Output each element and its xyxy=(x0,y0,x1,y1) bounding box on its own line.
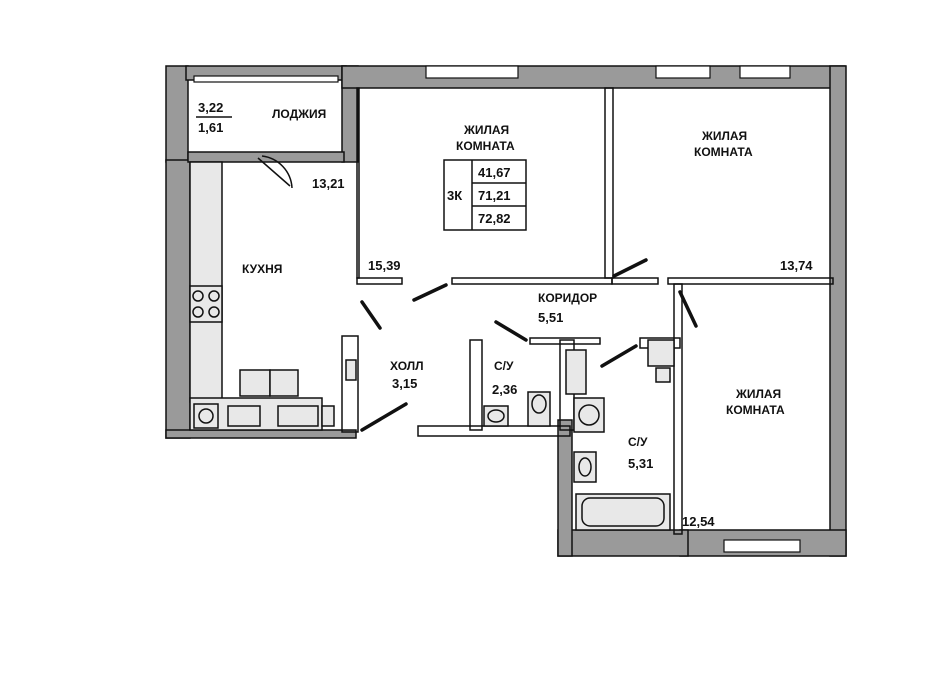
living2-area: 13,74 xyxy=(780,258,813,273)
kitchen-sink xyxy=(239,369,271,397)
living3-label-line1: ЖИЛАЯ xyxy=(735,387,781,401)
bath-area: 5,31 xyxy=(628,456,653,471)
door-living2 xyxy=(612,258,648,278)
window-loggia xyxy=(193,75,339,83)
corridor-area: 5,51 xyxy=(538,310,563,325)
door-kitchen xyxy=(360,300,382,330)
bath-label: С/У xyxy=(628,435,648,449)
door-living1 xyxy=(412,283,448,302)
corridor-label: КОРИДОР xyxy=(538,291,597,305)
kitchen-counter xyxy=(189,161,223,403)
door-living3 xyxy=(678,290,698,328)
window-living1 xyxy=(425,65,519,79)
living1-area: 15,39 xyxy=(368,258,401,273)
door-entrance xyxy=(360,402,408,432)
window-living2b xyxy=(739,65,791,79)
area-total: 71,21 xyxy=(478,188,511,203)
apartment-summary: 3К 41,67 71,21 72,82 xyxy=(443,159,527,231)
kitchen-label: КУХНЯ xyxy=(242,262,282,276)
hall-area: 3,15 xyxy=(392,376,417,391)
window-living2a xyxy=(655,65,711,79)
wc-area: 2,36 xyxy=(492,382,517,397)
doors xyxy=(257,155,698,432)
area-with-loggia: 72,82 xyxy=(478,211,511,226)
loggia-area-reduced: 1,61 xyxy=(198,120,223,135)
hall-label: ХОЛЛ xyxy=(390,359,424,373)
living3-label-line2: КОМНАТА xyxy=(726,403,785,417)
kitchen-area: 13,21 xyxy=(312,176,345,191)
wc-sink xyxy=(483,405,509,427)
living3-area: 12,54 xyxy=(682,514,715,529)
bath-fixtures xyxy=(483,339,675,531)
living2-label-line1: ЖИЛАЯ xyxy=(701,129,747,143)
toilet xyxy=(527,391,551,427)
door-wc xyxy=(494,320,528,342)
living1-label-line1: ЖИЛАЯ xyxy=(463,123,509,137)
door-bath xyxy=(600,344,638,368)
window-living3 xyxy=(723,539,801,553)
area-living: 41,67 xyxy=(478,165,511,180)
door-loggia xyxy=(257,155,293,189)
wc-label: С/У xyxy=(494,359,514,373)
kitchen-fixtures xyxy=(189,161,357,431)
apartment-type: 3К xyxy=(447,188,462,203)
windows xyxy=(193,65,801,553)
boiler xyxy=(193,403,219,429)
bath-sink xyxy=(573,451,597,483)
living2-label-line2: КОМНАТА xyxy=(694,145,753,159)
bathtub xyxy=(575,493,671,531)
loggia-area-full: 3,22 xyxy=(198,100,223,115)
loggia-label: ЛОДЖИЯ xyxy=(272,107,326,121)
living1-label-line2: КОМНАТА xyxy=(456,139,515,153)
